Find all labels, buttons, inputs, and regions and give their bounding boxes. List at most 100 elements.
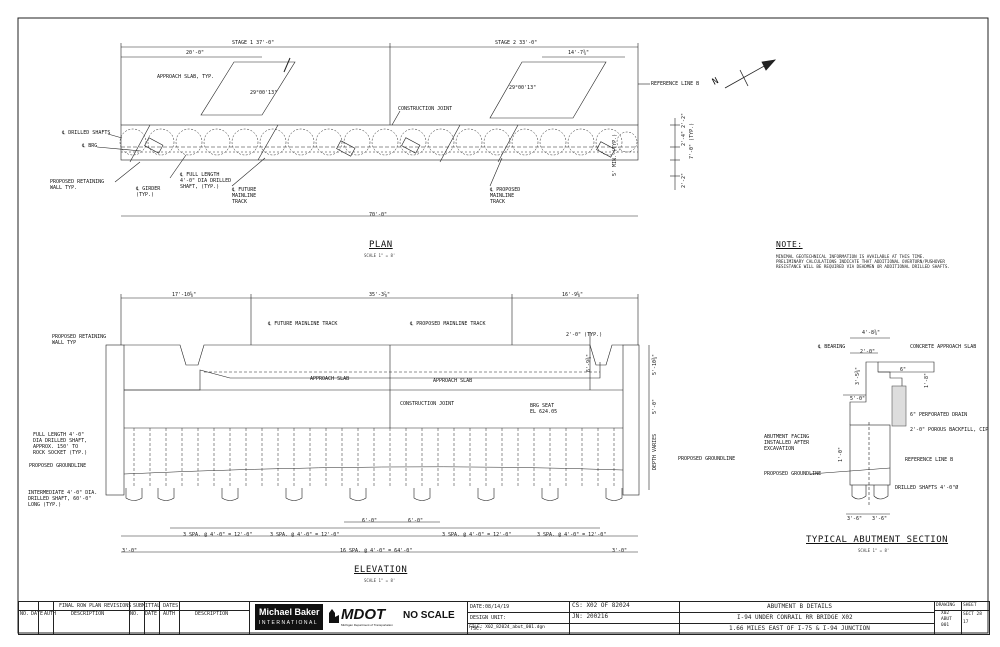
note-body: MINIMAL GEOTECHNICAL INFORMATION IS AVAI… (776, 254, 950, 269)
tb-cs: CS: X02 OF 82024 (572, 602, 630, 609)
sect-dim-3-6: 3'-6" (847, 516, 863, 522)
plan-approach-slab-label: APPROACH SLAB, TYP. (157, 74, 215, 80)
elev-brg-seat-label: BRG SEAT EL 624.05 (530, 403, 558, 415)
elev-approach-slab-1: APPROACH SLAB (310, 376, 350, 382)
tb-col-auth: AUTH (44, 611, 57, 617)
elev-groundline-left: PROPOSED GROUNDLINE (29, 463, 87, 469)
sect-bearing-label: ℄ BEARING (818, 344, 846, 350)
mb-logo-name: Michael Baker (259, 607, 320, 617)
title-block: FINAL ROW PLAN REVISIONS SUBMITTAL DATES… (18, 601, 990, 635)
sect-dim-6: 6" (900, 367, 907, 373)
tb-jn: JN: 200216 (572, 613, 609, 620)
elev-dim-6-9: 6'-9¾" (586, 353, 592, 372)
elev-future-track-label: ℄ FUTURE MAINLINE TRACK (268, 321, 338, 327)
elev-dim-3-left: 3'-0" (122, 548, 138, 554)
plan-title: PLAN (369, 240, 393, 250)
tb-col-description2: DESCRIPTION (195, 611, 229, 617)
tb-sheet-title: ABUTMENT B DETAILS (767, 603, 833, 610)
elev-construction-joint-label: CONSTRUCTION JOINT (400, 401, 455, 407)
mb-logo-sub: INTERNATIONAL (259, 620, 319, 626)
elev-groundline-right: PROPOSED GROUNDLINE (678, 456, 736, 462)
elev-intermediate-shaft-label: INTERMEDIATE 4'-0" DIA. DRILLED SHAFT, 6… (28, 490, 98, 508)
plan-drilled-shafts-label: ℄ DRILLED SHAFTS (62, 130, 111, 136)
elev-spacing-3: 3 SPA. @ 4'-0" = 12'-0" (442, 532, 512, 538)
plan-dim-2-4: 2'-4" (681, 130, 687, 146)
tb-drawing-label: DRAWING (936, 603, 955, 608)
tb-col-date: DATE (31, 611, 44, 617)
elev-dim-2-0-typ: 2'-0" (TYP.) (566, 332, 603, 338)
elevation-view (105, 294, 650, 553)
sect-drilled-shafts-label: DRILLED SHAFTS 4'-0"Ø (895, 485, 959, 491)
tb-date: DATE:08/14/19 (470, 604, 510, 610)
plan-dim-20: 20'-0" (186, 50, 205, 56)
tb-col-description: DESCRIPTION (71, 611, 105, 617)
tb-sheet-label: SHEET (963, 603, 977, 608)
plan-view (96, 43, 680, 217)
elev-full-length-shaft-label: FULL LENGTH 4'-0" DIA DRILLED SHAFT, APP… (33, 432, 88, 456)
plan-future-track-label: ℄ FUTURE MAINLINE TRACK (232, 187, 257, 205)
section-title: TYPICAL ABUTMENT SECTION (806, 535, 949, 545)
elev-spacing-4: 3 SPA. @ 4'-0" = 12'-0" (537, 532, 607, 538)
michael-baker-logo: Michael Baker INTERNATIONAL (255, 604, 323, 630)
elev-spacing-2: 3 SPA. @ 4'-0" = 12'-0" (270, 532, 340, 538)
sheet-border (17, 17, 989, 634)
elev-spacing-1: 3 SPA. @ 4'-0" = 12'-0" (183, 532, 253, 538)
mdot-logo-name: MDOT (341, 606, 386, 623)
tb-drawing-no: X02 ABUT 001 (941, 611, 952, 628)
sect-drain-label: 6" PERFORATED DRAIN (910, 412, 968, 418)
sect-ref-line-label: REFERENCE LINE B (905, 457, 954, 463)
elev-dim-6a: 6'-0" (362, 518, 378, 524)
plan-dim-70: 70'-0" (369, 212, 388, 218)
tb-col-no: NO. (20, 611, 30, 617)
tb-submittal-dates: SUBMITTAL DATES (133, 603, 179, 609)
elev-depth-varies: DEPTH VARIES (652, 433, 658, 470)
elev-dim-5-10: 5'-10¾" (652, 353, 658, 375)
tb-col-date2: DATE (145, 611, 158, 617)
elevation-scale: SCALE 1" = 8' (364, 578, 396, 583)
michigan-icon (329, 609, 339, 623)
plan-construction-joint-label: CONSTRUCTION JOINT (398, 106, 453, 112)
sect-dim-4-8: 4'-8¾" (862, 330, 881, 336)
plan-girder-label: ℄ GIRDER (TYP.) (136, 186, 161, 198)
elev-spacing-total: 16 SPA. @ 4'-0" = 64'-0" (340, 548, 413, 554)
sect-facing-label: ABUTMENT FACING INSTALLED AFTER EXCAVATI… (764, 434, 810, 452)
elevation-title: ELEVATION (354, 565, 408, 575)
sect-backfill-label: 2'-0" POROUS BACKFILL, CIP (910, 427, 989, 433)
sect-approach-slab-label: CONCRETE APPROACH SLAB (910, 344, 977, 350)
elev-approach-slab-2: APPROACH SLAB (433, 378, 473, 384)
plan-skew-angle-1: 29°00'13" (250, 90, 278, 96)
mdot-logo: MDOT Michigan Department of Transportati… (327, 604, 393, 630)
plan-dim-2-2: 2'-2" (681, 112, 687, 128)
sect-dim-3-6b: 3'-6" (872, 516, 888, 522)
tb-sheet-no: SECT 28 17 (963, 612, 982, 625)
elev-proposed-track-label: ℄ PROPOSED MAINLINE TRACK (410, 321, 486, 327)
plan-stage1-dim: STAGE 1 37'-0" (232, 40, 275, 46)
sect-groundline-label: PROPOSED GROUNDLINE (764, 471, 822, 477)
plan-retaining-wall-label: PROPOSED RETAINING WALL TYP. (50, 179, 105, 191)
plan-dim-2-2b: 2'-2" (681, 172, 687, 188)
plan-scale: SCALE 1" = 8' (364, 253, 396, 258)
sect-dim-1-8: 1'-8" (924, 372, 930, 388)
elev-dim-35: 35'-3⅞" (369, 292, 391, 298)
elev-dim-17: 17'-10⅝" (172, 292, 197, 298)
elev-retaining-wall-label: PROPOSED RETAINING WALL TYP (52, 334, 107, 346)
tb-file: FILE: X02_82024_abut_001.dgn (469, 625, 545, 630)
tb-col-no2: NO. (130, 611, 140, 617)
elev-dim-6b: 6'-0" (408, 518, 424, 524)
plan-skew-angle-2: 29°00'13" (509, 85, 537, 91)
sect-dim-2-0: 2'-0" (860, 349, 876, 355)
plan-stage2-dim: STAGE 2 33'-0" (495, 40, 538, 46)
section-scale: SCALE 1" = 8' (858, 548, 890, 553)
plan-brg-label: ℄ BRG (82, 143, 98, 149)
tb-design-unit: DESIGN UNIT: (470, 615, 507, 621)
mdot-logo-sub: Michigan Department of Transportation (341, 623, 393, 627)
tb-tsc: TSC: (470, 626, 483, 632)
no-scale-label: NO SCALE (403, 610, 455, 621)
plan-proposed-track-label: ℄ PROPOSED MAINLINE TRACK (490, 187, 521, 205)
plan-min-typ-dim: 5' MIN. (TYP.) (612, 133, 618, 176)
note-title: NOTE: (776, 240, 803, 249)
plan-reference-line-label: REFERENCE LINE B (651, 81, 700, 87)
sect-dim-5-0: 5'-0" (850, 396, 866, 402)
sect-dim-1-0: 1'-0" (838, 446, 844, 462)
